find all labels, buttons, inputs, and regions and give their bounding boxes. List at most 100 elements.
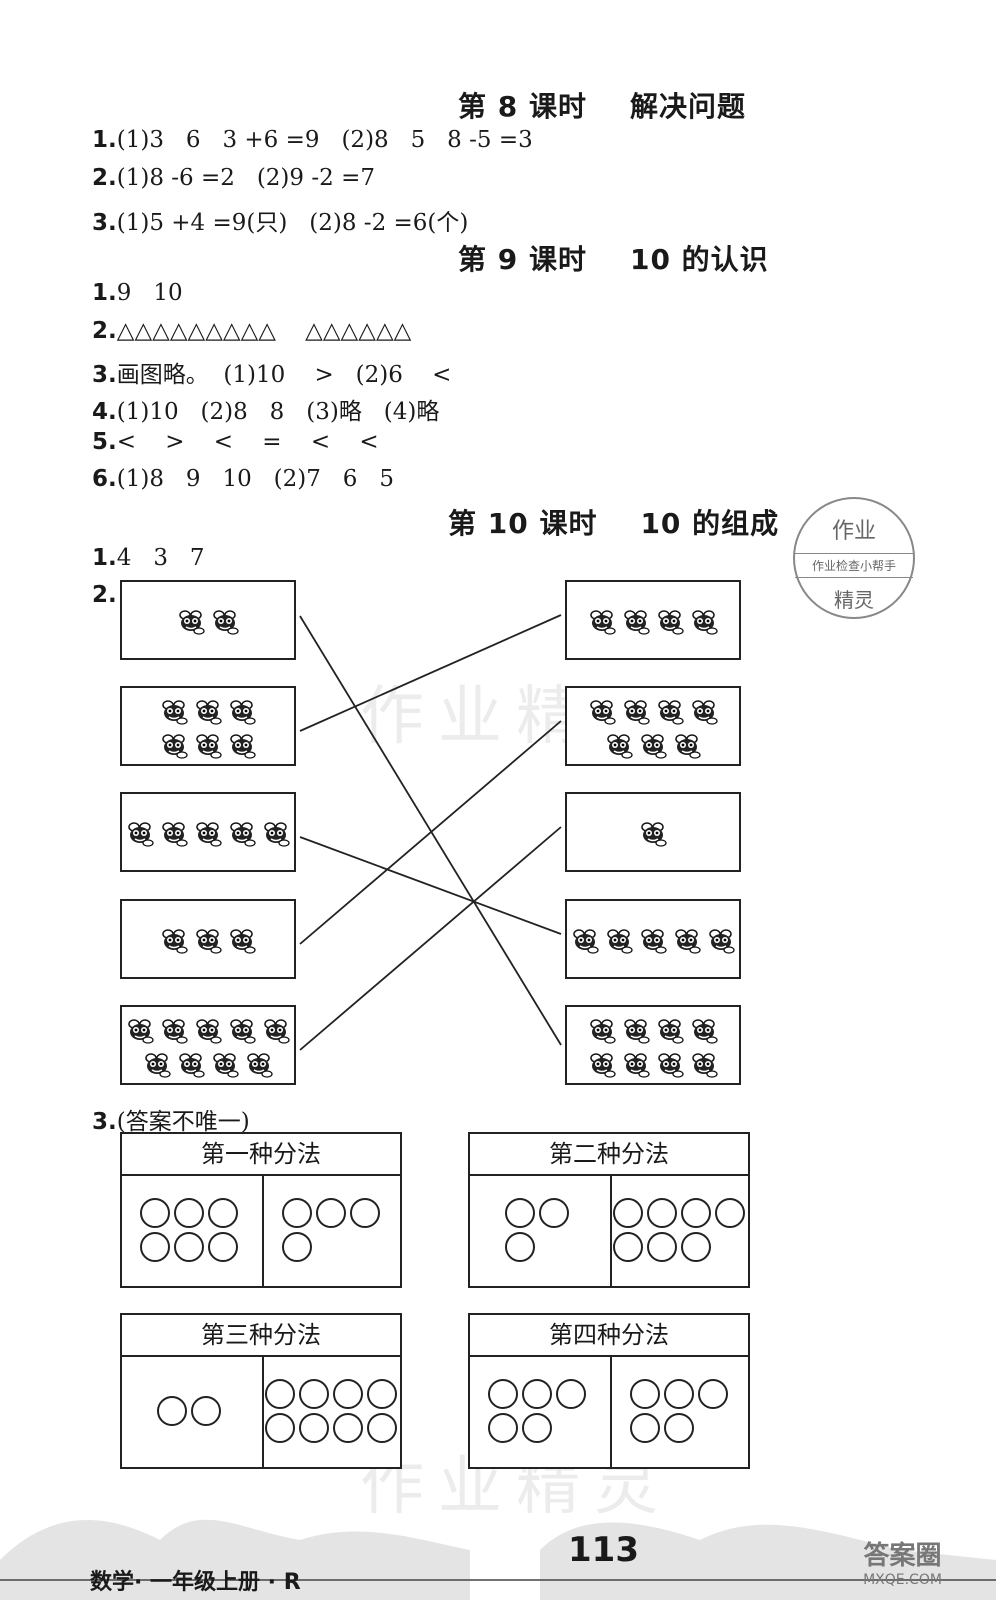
method-title: 第三种分法 xyxy=(122,1315,400,1357)
answer-line: 3.画图略。 (1)10 > (2)6 < xyxy=(92,355,451,389)
answer-text: 9 10 xyxy=(116,280,183,306)
circle-icon xyxy=(350,1198,380,1228)
bee-icon xyxy=(692,700,718,725)
circle-icon xyxy=(522,1379,552,1409)
bee-icon xyxy=(658,700,684,725)
grass-decoration xyxy=(0,1519,996,1600)
circle-icon xyxy=(488,1413,518,1443)
circle-icon xyxy=(157,1396,187,1426)
method-table: 第二种分法 xyxy=(468,1132,750,1288)
stamp-seal: 作业 作业检查小帮手 精灵 xyxy=(793,497,915,619)
answer-line: 2.(1)8 -6 =2 (2)9 -2 =7 xyxy=(92,165,375,191)
circle-icon xyxy=(191,1396,221,1426)
bee-icon xyxy=(247,1053,273,1078)
bee-icon xyxy=(658,1053,684,1078)
circle-icon xyxy=(613,1232,643,1262)
corner-watermark: 答案圈 MXQE.COM xyxy=(820,1535,985,1588)
bee-icon xyxy=(128,822,154,847)
bee-icon xyxy=(213,610,239,635)
bee-icon xyxy=(196,822,222,847)
answer-line: 6.(1)8 9 10 (2)7 6 5 xyxy=(92,466,394,492)
method-table: 第三种分法 xyxy=(120,1313,402,1469)
question-number: 1. xyxy=(92,545,117,571)
circle-group xyxy=(488,1379,586,1443)
answer-line: 4.(1)10 (2)8 8 (3)略 (4)略 xyxy=(92,392,439,426)
circle-group xyxy=(630,1379,728,1443)
left-bee-box xyxy=(120,686,296,766)
bee-icon xyxy=(641,929,667,954)
bee-icon xyxy=(264,1019,290,1044)
method-table: 第四种分法 xyxy=(468,1313,750,1469)
left-bee-box xyxy=(120,792,296,872)
circle-icon xyxy=(630,1379,660,1409)
bee-icon xyxy=(230,734,256,759)
method-body xyxy=(122,1176,400,1288)
right-bee-box xyxy=(565,1005,741,1085)
bee-row xyxy=(125,1015,291,1045)
stamp-middle: 作业检查小帮手 xyxy=(795,553,913,578)
bee-icon xyxy=(264,822,290,847)
bee-row xyxy=(176,606,240,636)
method-body xyxy=(470,1176,748,1288)
question-number: 6. xyxy=(92,466,117,492)
answer-text: (1)3 6 3 +6 =9 (2)8 5 8 -5 =3 xyxy=(116,127,533,153)
matching-line xyxy=(299,826,562,1051)
section-heading: 第 9 课时 10 的认识 xyxy=(458,243,769,276)
circle-group xyxy=(140,1198,238,1262)
answer-text: (1)8 9 10 (2)7 6 5 xyxy=(116,466,395,492)
circle-icon xyxy=(488,1379,518,1409)
section-heading: 第 8 课时 解决问题 xyxy=(458,90,746,123)
circle-icon xyxy=(613,1198,643,1228)
circle-icon xyxy=(715,1198,745,1228)
bee-row xyxy=(638,818,668,848)
bee-row xyxy=(570,925,736,955)
bee-icon xyxy=(624,1053,650,1078)
corner-mark-url: MXQE.COM xyxy=(863,1572,942,1588)
question-number: 3. xyxy=(92,210,117,236)
bee-icon xyxy=(230,1019,256,1044)
bee-icon xyxy=(196,700,222,725)
bee-icon xyxy=(590,610,616,635)
bee-row xyxy=(159,730,257,760)
bee-icon xyxy=(573,929,599,954)
bee-icon xyxy=(675,734,701,759)
circle-icon xyxy=(505,1232,535,1262)
bee-icon xyxy=(162,929,188,954)
bee-icon xyxy=(641,822,667,847)
circle-icon xyxy=(265,1413,295,1443)
bee-icon xyxy=(162,1019,188,1044)
circle-group xyxy=(282,1198,380,1262)
bee-row xyxy=(604,730,702,760)
method-body xyxy=(470,1357,748,1469)
question-number: 3. xyxy=(92,362,117,388)
answer-line: 5.< > < = < < xyxy=(92,429,379,455)
circle-icon xyxy=(681,1232,711,1262)
bee-icon xyxy=(590,700,616,725)
circle-group xyxy=(613,1198,745,1262)
bee-icon xyxy=(624,1019,650,1044)
right-bee-box xyxy=(565,580,741,660)
left-bee-box xyxy=(120,1005,296,1085)
circle-group xyxy=(157,1396,221,1426)
answer-line: 3.(1)5 +4 =9(只) (2)8 -2 =6(个) xyxy=(92,203,468,237)
circle-icon xyxy=(367,1413,397,1443)
circle-icon xyxy=(698,1379,728,1409)
circle-icon xyxy=(208,1198,238,1228)
bee-icon xyxy=(658,1019,684,1044)
answer-text: (1)10 (2)8 8 (3)略 (4)略 xyxy=(116,399,440,425)
circle-icon xyxy=(664,1413,694,1443)
circle-icon xyxy=(681,1198,711,1228)
corner-mark-title: 答案圈 xyxy=(863,1541,942,1571)
answer-text: 4 3 7 xyxy=(116,545,205,571)
question-number: 5. xyxy=(92,429,117,455)
circle-icon xyxy=(174,1232,204,1262)
circle-group xyxy=(505,1198,569,1262)
left-bee-box xyxy=(120,580,296,660)
footer-title: 数学· 一年级上册 · R xyxy=(90,1570,301,1595)
answer-text: △△△△△△△△△ △△△△△△ xyxy=(116,318,412,344)
circle-icon xyxy=(174,1198,204,1228)
bee-icon xyxy=(162,700,188,725)
circle-icon xyxy=(630,1413,660,1443)
bee-row xyxy=(159,925,257,955)
